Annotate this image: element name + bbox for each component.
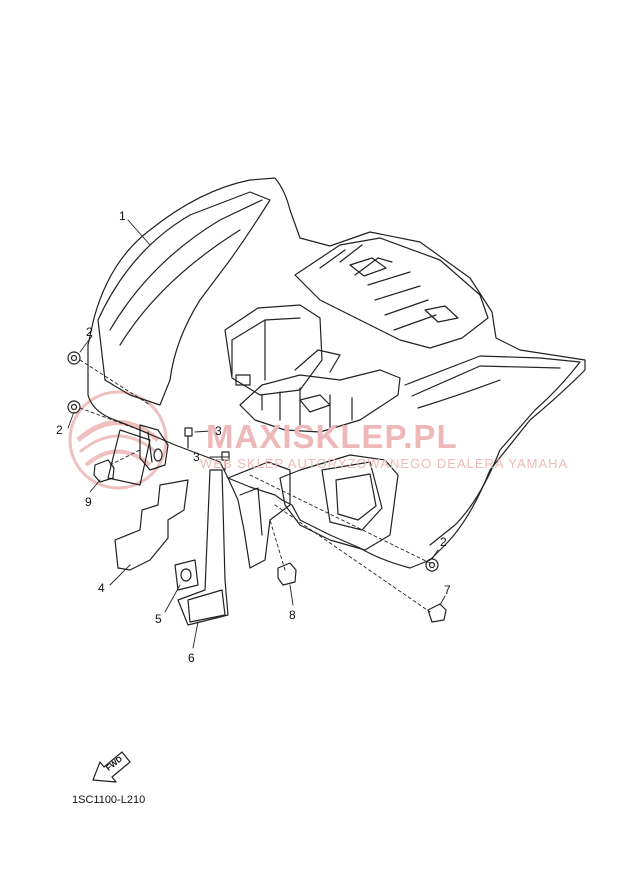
watermark-sub: WEB SKLEP AUTORYZOWANEGO DEALERA YAMAHA: [200, 456, 569, 471]
callout-1: 1: [119, 209, 126, 223]
callout-9: 9: [85, 495, 92, 509]
grommet-2b: [67, 400, 81, 414]
callout-2c: 2: [440, 535, 447, 549]
grommet-2c: [425, 558, 439, 572]
callout-7: 7: [444, 583, 451, 597]
callout-8: 8: [289, 608, 296, 622]
callout-3a: 3: [215, 424, 222, 438]
watermark-main: MAXISKLEP.PL: [206, 418, 458, 455]
fwd-arrow-icon: [92, 751, 131, 783]
panel-6: [177, 469, 229, 626]
damper-8: [277, 562, 297, 586]
rear-fender: [87, 177, 586, 569]
decal-5: [174, 559, 199, 591]
callout-2b: 2: [56, 423, 63, 437]
bolt-3a: [184, 427, 193, 449]
grommet-7: [427, 603, 447, 623]
damper-9: [93, 459, 115, 483]
callout-3b: 3: [193, 450, 200, 464]
diagram-code: 1SC1100-L210: [72, 794, 146, 806]
grommet-2a: [67, 351, 81, 365]
callout-6: 6: [188, 651, 195, 665]
callout-2a: 2: [86, 325, 93, 339]
callout-4: 4: [98, 581, 105, 595]
callout-5: 5: [155, 612, 162, 626]
decal-4: [114, 479, 189, 571]
